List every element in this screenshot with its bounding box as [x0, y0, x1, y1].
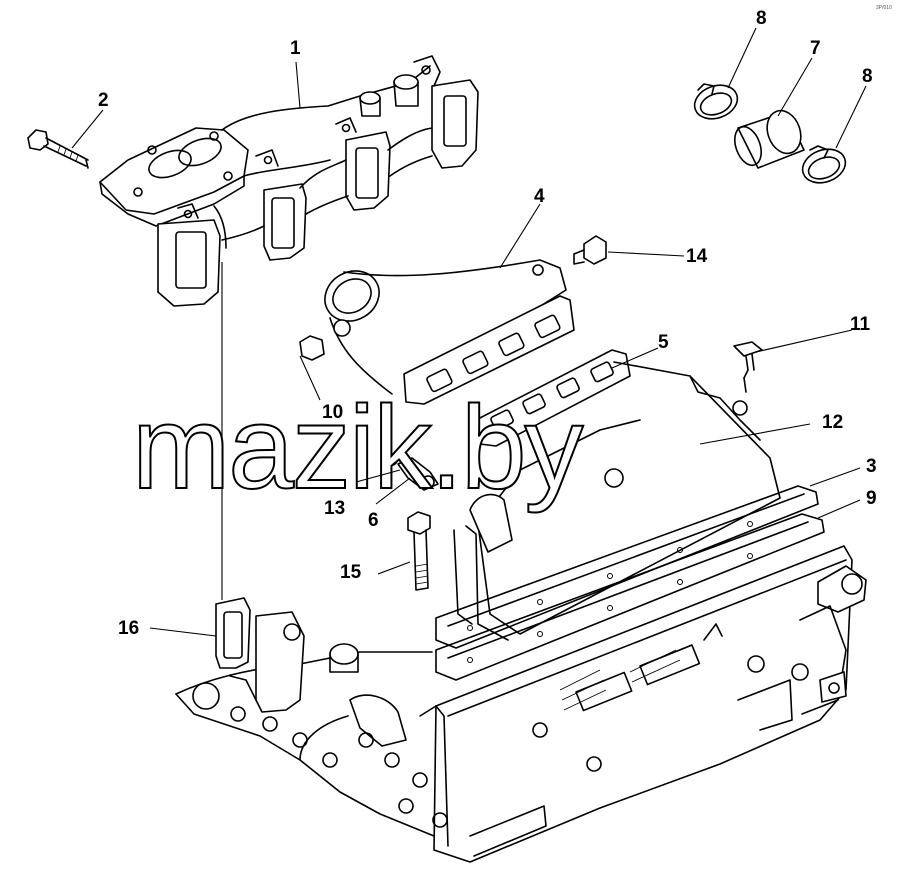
watermark: mazik.by [132, 382, 584, 514]
callout-15: 15 [340, 562, 362, 583]
sensor-part-11 [733, 341, 763, 393]
bracket-part-6 [386, 454, 439, 491]
callout-11: 11 [850, 314, 871, 335]
callout-1: 1 [290, 38, 301, 59]
callout-5: 5 [658, 332, 669, 353]
gasket-part-16 [215, 597, 251, 669]
bolt-part-15 [407, 511, 431, 591]
callout-8-right: 8 [862, 66, 873, 87]
leader-lines [71, 27, 867, 637]
callout-3: 3 [866, 456, 877, 477]
callout-9: 9 [866, 488, 877, 509]
aftercooler-cover [435, 361, 825, 681]
callout-10: 10 [322, 402, 343, 423]
callout-12: 12 [822, 412, 843, 433]
callout-8-top: 8 [756, 8, 767, 29]
exhaust-manifold [99, 55, 479, 307]
bolt-part-2 [27, 129, 89, 169]
intake-manifold [299, 259, 575, 405]
corner-mark: 3P/010 [876, 5, 892, 11]
callout-7: 7 [810, 38, 821, 59]
callout-6: 6 [368, 510, 379, 531]
callout-16: 16 [118, 618, 139, 639]
plug-part-14 [573, 235, 607, 265]
callout-2: 2 [98, 90, 109, 111]
callout-4: 4 [534, 186, 545, 207]
callout-13: 13 [324, 498, 345, 519]
gasket-part-5 [475, 349, 631, 447]
callout-14: 14 [686, 246, 708, 267]
hose-with-clamps [693, 83, 847, 184]
cylinder-head [175, 611, 448, 837]
engine-block [433, 545, 867, 863]
